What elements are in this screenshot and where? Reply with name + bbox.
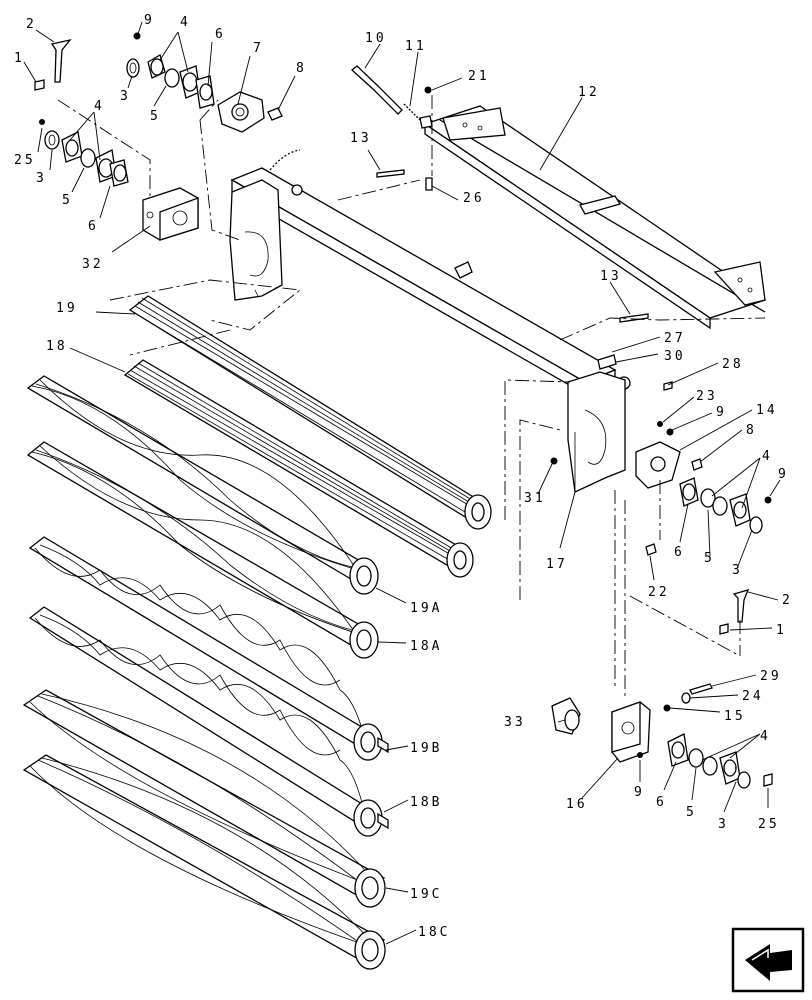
callout-18A: 18A xyxy=(410,639,442,654)
callout-9: 9 xyxy=(144,13,155,28)
bolt-26 xyxy=(425,177,433,191)
right-upper-hardware xyxy=(550,381,772,556)
left-lower-bearing-group xyxy=(39,119,129,187)
callout-24: 24 xyxy=(742,689,764,704)
callout-5-lower: 5 xyxy=(686,805,697,820)
callout-19C: 19C xyxy=(410,887,442,902)
pin-13-lower xyxy=(619,313,649,323)
callout-3: 3 xyxy=(120,89,131,104)
coupler-33 xyxy=(551,697,581,735)
callout-14: 14 xyxy=(756,403,778,418)
roller-19C xyxy=(22,689,386,908)
callout-19A: 19A xyxy=(410,601,442,616)
callout-6-right: 6 xyxy=(674,545,685,560)
callout-15: 15 xyxy=(724,709,746,724)
callout-6-lower: 6 xyxy=(656,795,667,810)
callout-32: 32 xyxy=(82,257,104,272)
callout-9-far-right: 9 xyxy=(778,467,789,482)
callout-3-right: 3 xyxy=(732,563,743,578)
callout-21: 21 xyxy=(468,69,490,84)
callout-18C: 18C xyxy=(418,925,450,940)
callout-8: 8 xyxy=(296,61,307,76)
callout-11: 11 xyxy=(405,39,427,54)
callout-25: 25 xyxy=(14,153,36,168)
callout-1: 1 xyxy=(14,51,25,66)
callout-9-right: 9 xyxy=(716,405,727,420)
main-frame xyxy=(229,149,631,493)
callout-3-lower: 3 xyxy=(718,817,729,832)
callout-28: 28 xyxy=(722,357,744,372)
right-latch-parts xyxy=(719,589,750,635)
callout-13-lower: 13 xyxy=(600,269,622,284)
upper-left-bearing-group xyxy=(34,32,283,133)
callout-6-left: 6 xyxy=(88,219,99,234)
roller-18A xyxy=(26,441,379,659)
assembly-lines xyxy=(57,95,766,700)
callout-2-right: 2 xyxy=(782,593,793,608)
callout-labels: 1 2 9 4 6 7 8 3 5 10 11 21 12 4 25 3 5 6… xyxy=(14,13,793,940)
callout-30: 30 xyxy=(664,349,686,364)
callout-9-lower: 9 xyxy=(634,785,645,800)
callout-7: 7 xyxy=(253,41,264,56)
callout-19B: 19B xyxy=(410,741,442,756)
roller-18 xyxy=(123,359,474,578)
roller-19A xyxy=(26,375,379,595)
callout-4: 4 xyxy=(180,15,191,30)
handle-and-spring xyxy=(350,65,433,129)
roller-19B xyxy=(28,536,389,761)
callout-25-lower: 25 xyxy=(758,817,780,832)
roller-18B xyxy=(28,606,389,837)
callout-33: 33 xyxy=(504,715,526,730)
roller-19 xyxy=(128,295,492,530)
side-channel xyxy=(423,105,767,330)
callout-29: 29 xyxy=(760,669,782,684)
callout-13-upper: 13 xyxy=(350,131,372,146)
callout-6: 6 xyxy=(215,27,226,42)
callout-22: 22 xyxy=(648,585,670,600)
callout-26: 26 xyxy=(463,191,485,206)
callout-5-right: 5 xyxy=(704,551,715,566)
callout-10: 10 xyxy=(365,31,387,46)
callout-27: 27 xyxy=(664,331,686,346)
leader-lines xyxy=(23,21,781,945)
callout-18B: 18B xyxy=(410,795,442,810)
pin-13-upper xyxy=(376,169,405,178)
callout-18: 18 xyxy=(46,339,68,354)
return-arrow-icon[interactable] xyxy=(731,927,805,993)
callout-5: 5 xyxy=(150,109,161,124)
nut-21 xyxy=(424,86,432,94)
callout-31: 31 xyxy=(524,491,546,506)
callout-17: 17 xyxy=(546,557,568,572)
callout-19: 19 xyxy=(56,301,78,316)
callout-4-left: 4 xyxy=(94,99,105,114)
callout-5-left: 5 xyxy=(62,193,73,208)
callout-8-right: 8 xyxy=(746,423,757,438)
lower-right-bearing-group xyxy=(611,683,773,789)
callout-16: 16 xyxy=(566,797,588,812)
callout-23: 23 xyxy=(696,389,718,404)
bracket-32 xyxy=(142,187,199,241)
callout-4-right: 4 xyxy=(762,449,773,464)
callout-12: 12 xyxy=(578,85,600,100)
callout-4-lower: 4 xyxy=(760,729,771,744)
callout-2: 2 xyxy=(26,17,37,32)
callout-1-right: 1 xyxy=(776,623,787,638)
roller-18C xyxy=(22,754,386,970)
callout-3-left: 3 xyxy=(36,171,47,186)
